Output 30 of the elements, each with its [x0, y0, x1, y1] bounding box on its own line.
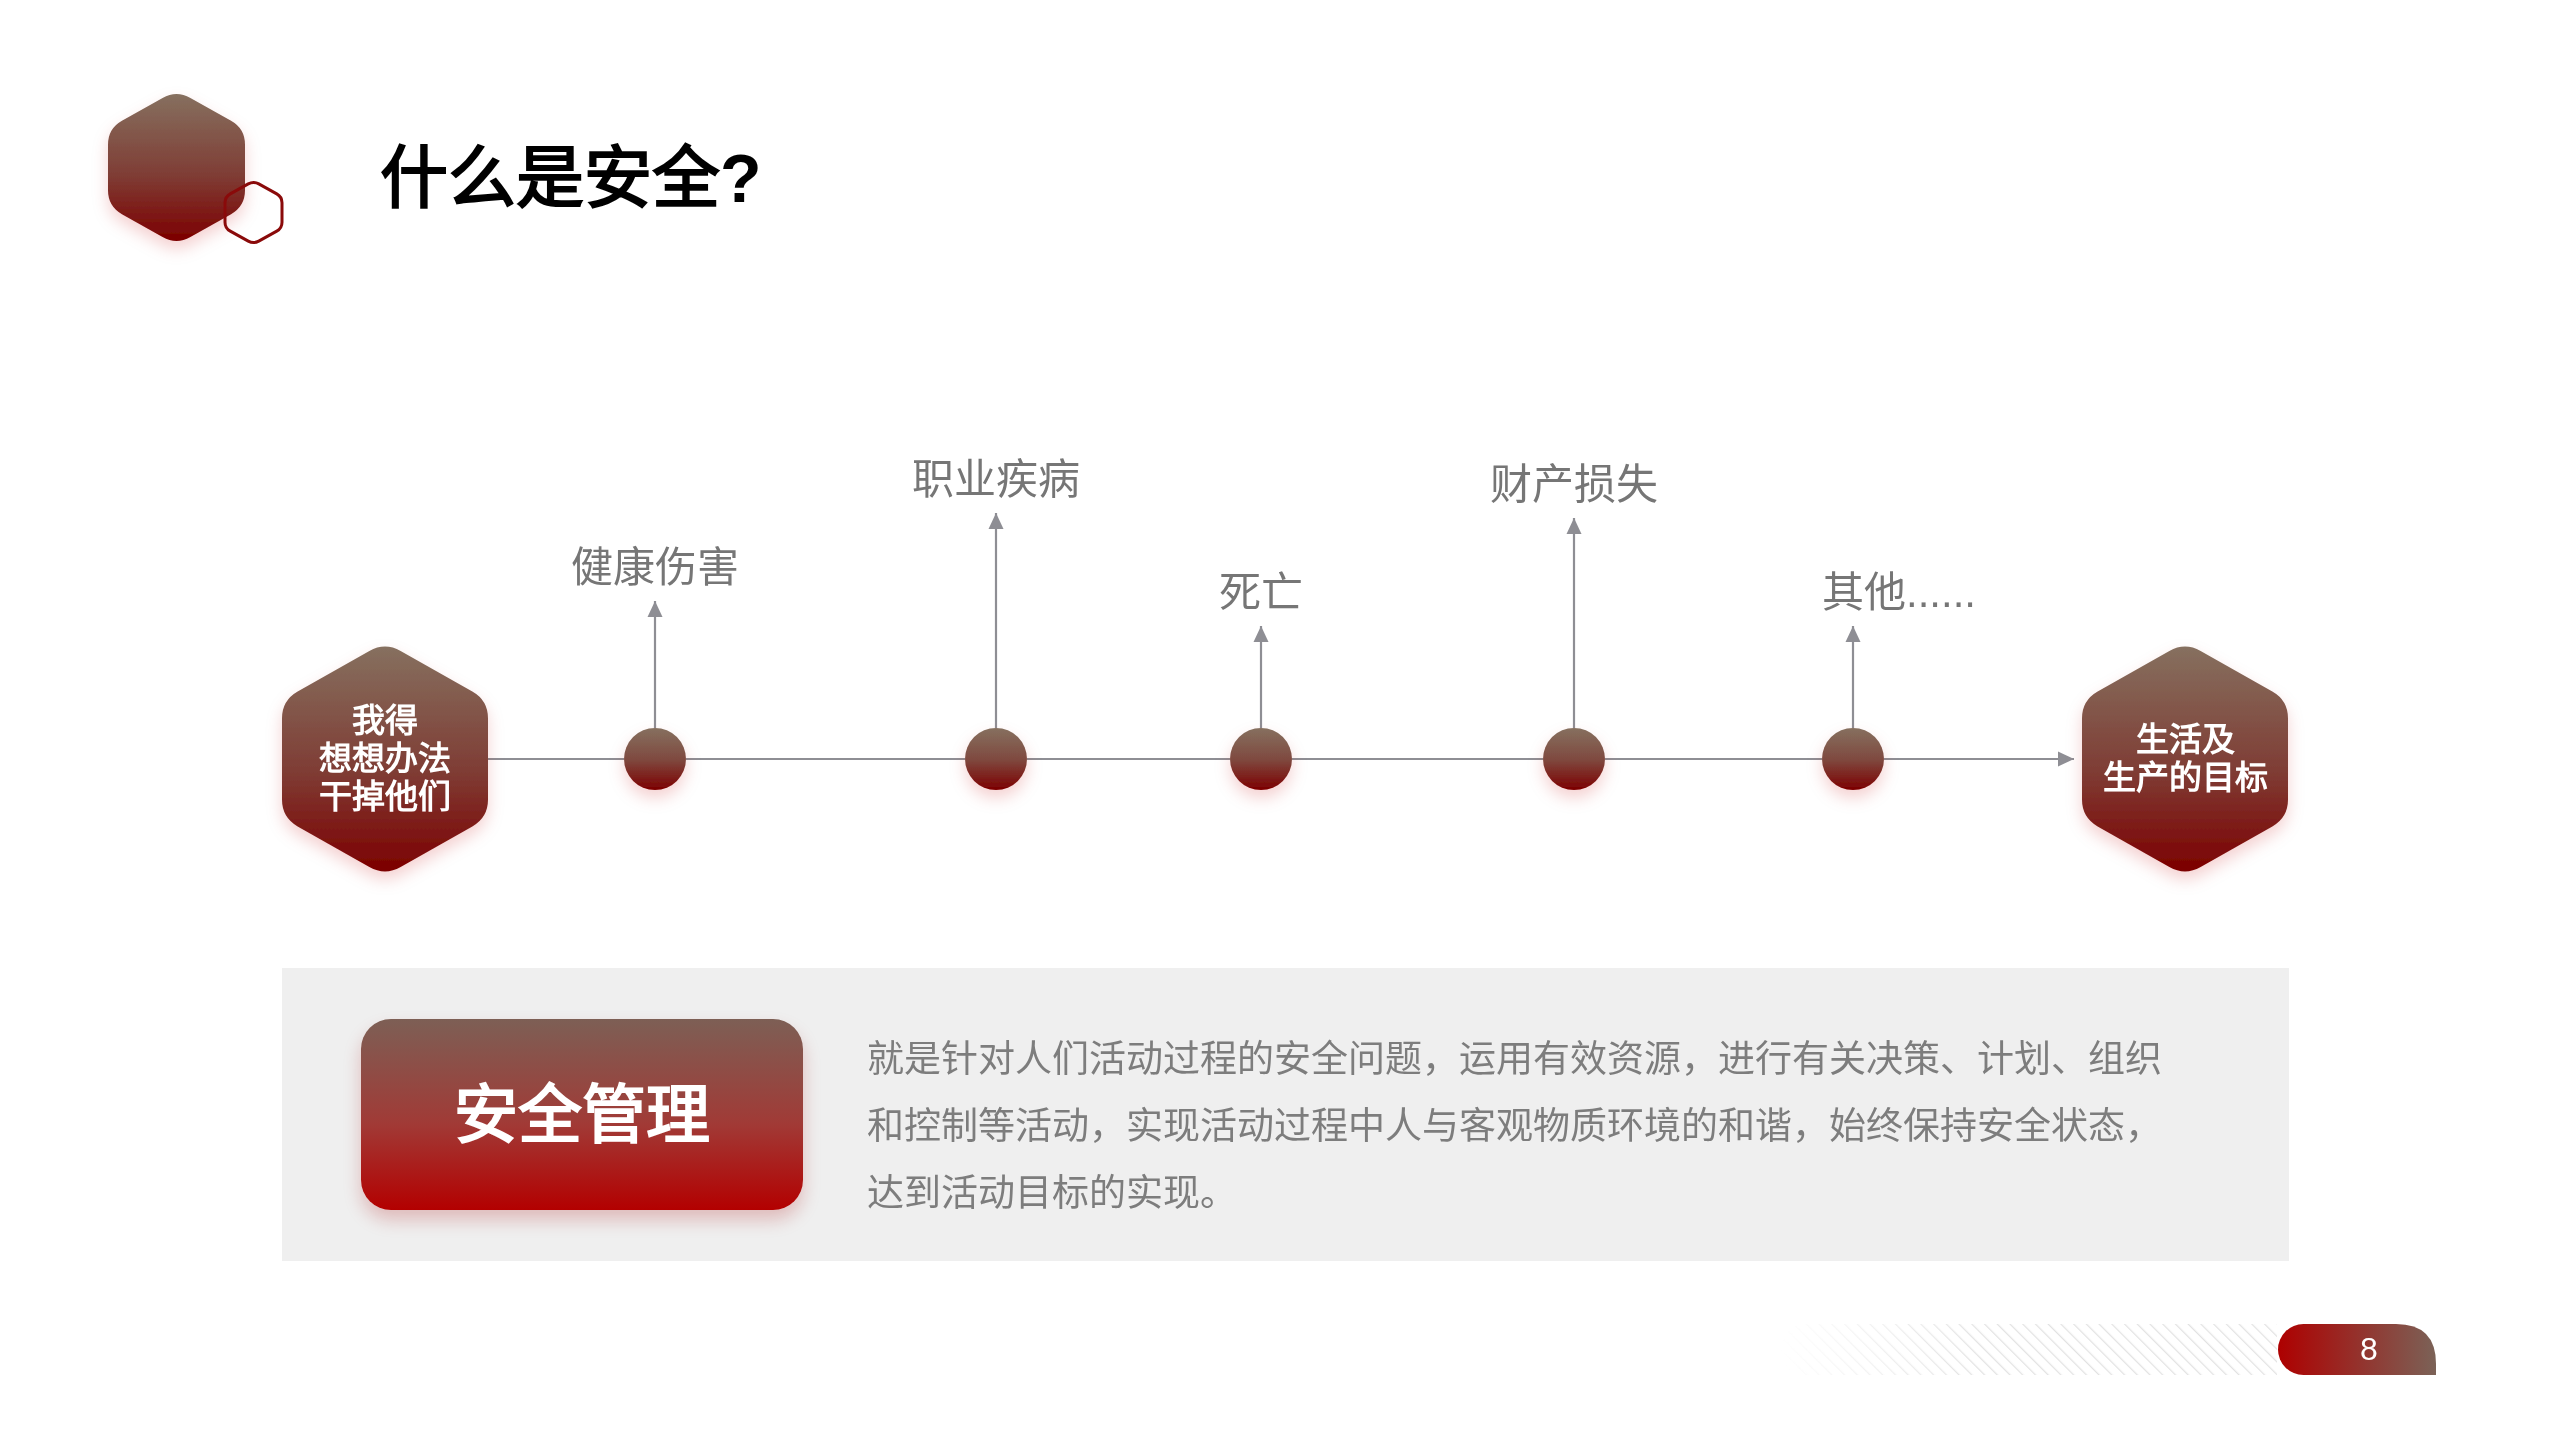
milestone-dot [1822, 728, 1884, 790]
page-number-tab [2278, 1324, 2436, 1375]
event-label: 其他...... [1822, 568, 1976, 618]
info-panel [282, 968, 2289, 1261]
event-label: 财产损失 [1490, 460, 1658, 510]
hexagon-label: 生活及生产的目标 [2102, 721, 2268, 797]
milestone-dot [624, 728, 686, 790]
milestone-dot [1543, 728, 1605, 790]
connector-line [1292, 757, 1543, 761]
connector-line [1605, 757, 1822, 761]
milestone-dot [965, 728, 1027, 790]
page-number: 8 [2360, 1330, 2378, 1369]
milestone-dot [1230, 728, 1292, 790]
event-label: 死亡 [1219, 568, 1303, 618]
connector-line [488, 757, 624, 761]
event-label: 职业疾病 [912, 455, 1080, 505]
term-card [361, 1019, 803, 1210]
slide-title: 什么是安全? [380, 139, 762, 218]
connector-line [686, 757, 965, 761]
arrow [1253, 626, 1269, 728]
arrow [1884, 751, 2074, 767]
arrow [647, 601, 663, 728]
term-heading: 安全管理 [454, 1077, 710, 1153]
hexagon-label: 我得想想办法干掉他们 [319, 702, 451, 816]
event-label: 健康伤害 [571, 543, 739, 593]
arrow [988, 513, 1004, 728]
arrow [1845, 626, 1861, 728]
definition-text: 就是针对人们活动过程的安全问题，运用有效资源，进行有关决策、计划、组织和控制等活动，实现活动过程中人与客观物质环境的和谐，始终保持安全状态，达到活动目标的实现。 [867, 1038, 2162, 1216]
arrow [1566, 518, 1582, 728]
connector-line [1027, 757, 1230, 761]
